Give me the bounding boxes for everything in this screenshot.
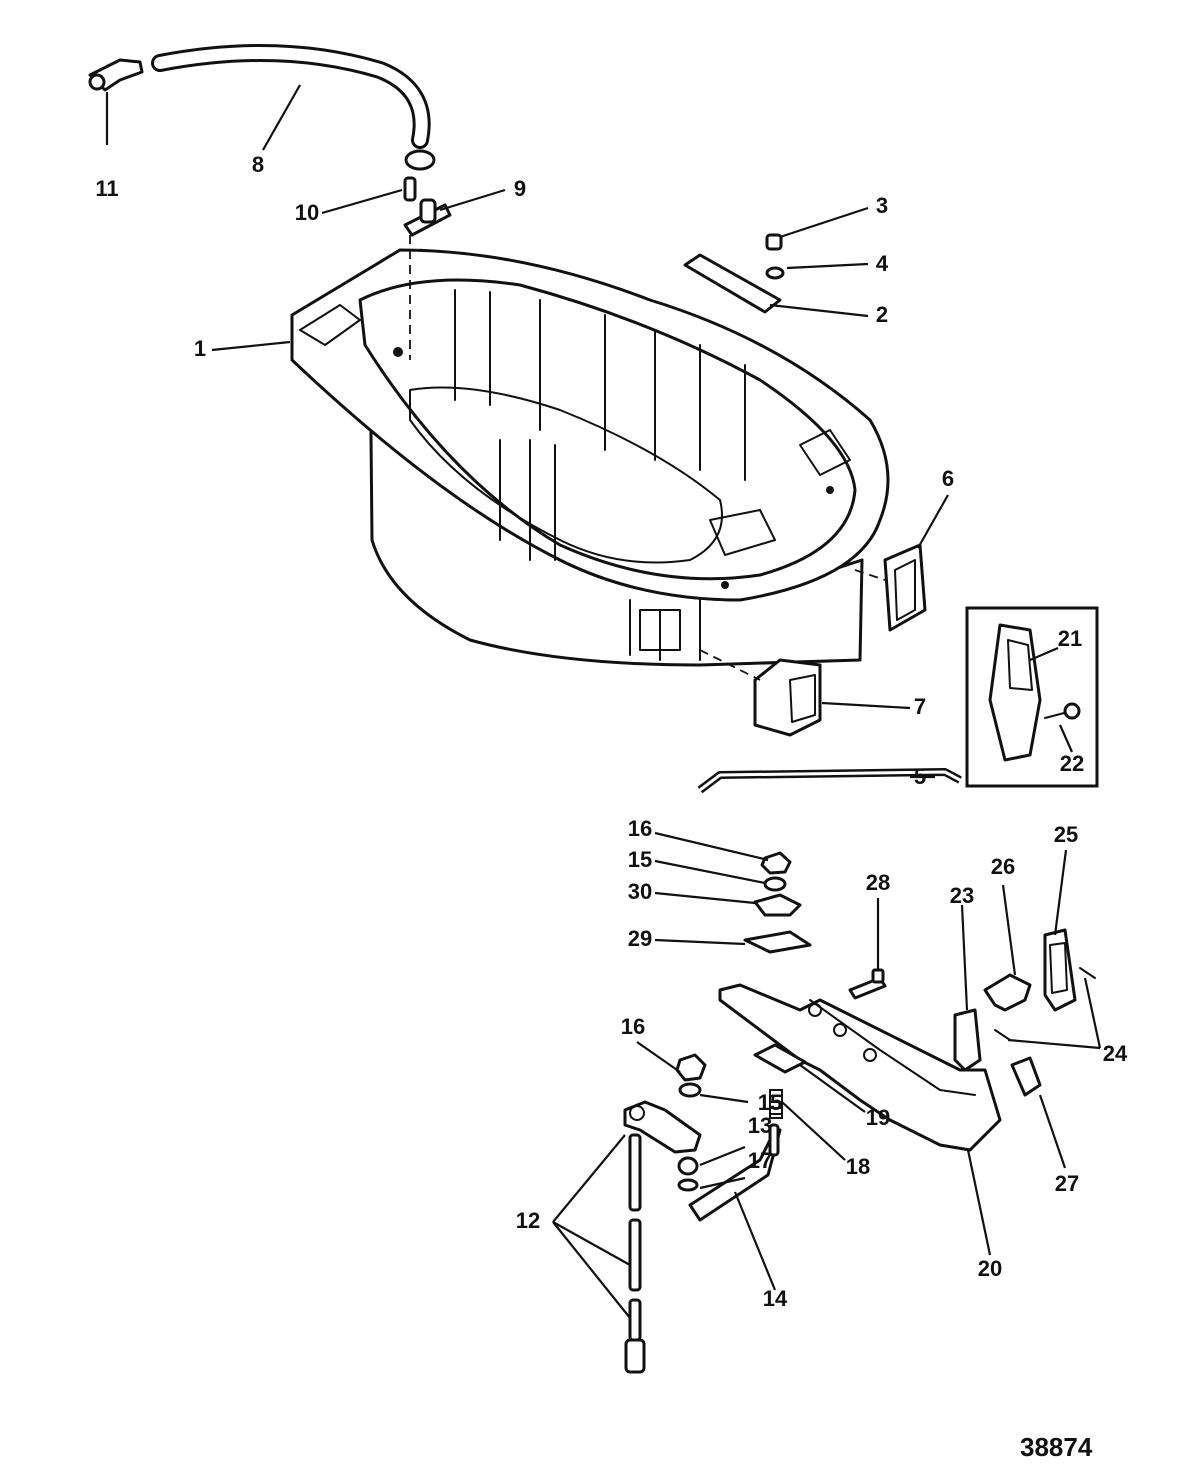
callout-20: 20 (978, 1256, 1002, 1281)
callout-2: 2 (876, 302, 888, 327)
callout-5: 5 (914, 764, 926, 789)
callout-26: 26 (991, 854, 1015, 879)
callout-27: 27 (1055, 1171, 1079, 1196)
latch-arm-part (1043, 928, 1077, 1012)
callout-18: 18 (846, 1154, 870, 1179)
callout-15-upper: 15 (628, 847, 652, 872)
callout-14: 14 (763, 1286, 788, 1311)
shim-plate-part (743, 930, 812, 954)
shift-lever-part (623, 1100, 702, 1154)
callout-30: 30 (628, 879, 652, 904)
callout-4: 4 (876, 251, 889, 276)
inset-pin-part (1044, 702, 1081, 720)
latch-plate-part (953, 1008, 982, 1072)
cover-plate-part (683, 253, 782, 314)
latch-pins-part (994, 967, 1096, 1041)
link-arm-part (688, 1123, 782, 1222)
callout-16-upper: 16 (628, 816, 652, 841)
grommet-part (883, 543, 927, 632)
callout-19: 19 (866, 1105, 890, 1130)
callout-8: 8 (252, 152, 264, 177)
callout-3: 3 (876, 193, 888, 218)
callout-15-lower: 15 (758, 1090, 782, 1115)
callout-13: 13 (748, 1113, 772, 1138)
hose-clamp-part (404, 149, 436, 171)
bottom-cowl-part (290, 248, 890, 667)
nut-lower-part (675, 1053, 707, 1082)
callout-29: 29 (628, 926, 652, 951)
slide-block-part (753, 1043, 807, 1074)
detail-inset-frame (965, 606, 1099, 788)
nut-plate-part (753, 893, 802, 917)
washer-lower-part (678, 1082, 702, 1098)
latch-cap-part (1010, 1056, 1042, 1097)
callout-labels: 1 2 3 4 5 6 7 8 9 10 11 12 13 14 15 15 1… (95, 152, 1128, 1311)
callout-9: 9 (514, 176, 526, 201)
callout-1: 1 (194, 336, 206, 361)
callout-24: 24 (1103, 1041, 1128, 1066)
callout-17: 17 (748, 1148, 772, 1173)
water-hose-part (151, 44, 431, 149)
latch-lever-part (983, 973, 1032, 1012)
z-rod-part (697, 768, 962, 794)
callout-10: 10 (295, 200, 319, 225)
fitting-screw-part (403, 176, 417, 202)
callout-11: 11 (95, 176, 118, 201)
callout-12: 12 (516, 1208, 540, 1233)
shift-bracket-part (718, 983, 1002, 1152)
callout-7: 7 (914, 694, 926, 719)
callout-6: 6 (942, 466, 954, 491)
washer-small-part (677, 1178, 699, 1192)
callout-28: 28 (866, 870, 890, 895)
inset-latch-part (988, 623, 1042, 762)
callout-25: 25 (1054, 822, 1078, 847)
cover-screw-part (765, 233, 783, 251)
seal-block-part (753, 658, 822, 737)
cover-washer-part (765, 266, 785, 280)
hose-elbow-fitting-part (88, 58, 144, 92)
washer-upper-part (763, 876, 787, 892)
leader-lines (105, 84, 1102, 1319)
callout-16-lower: 16 (621, 1014, 645, 1039)
spring-part (769, 1089, 783, 1119)
callout-22: 22 (1060, 751, 1084, 776)
callout-21: 21 (1058, 626, 1082, 651)
shift-rod-part (624, 1133, 646, 1374)
callout-23: 23 (950, 883, 974, 908)
drawing-number: 38874 (1020, 1432, 1093, 1462)
nut-upper-part (760, 851, 792, 875)
bushing-part (677, 1156, 699, 1176)
bracket-screw-part (848, 968, 887, 1000)
tee-fitting-part (403, 198, 452, 237)
